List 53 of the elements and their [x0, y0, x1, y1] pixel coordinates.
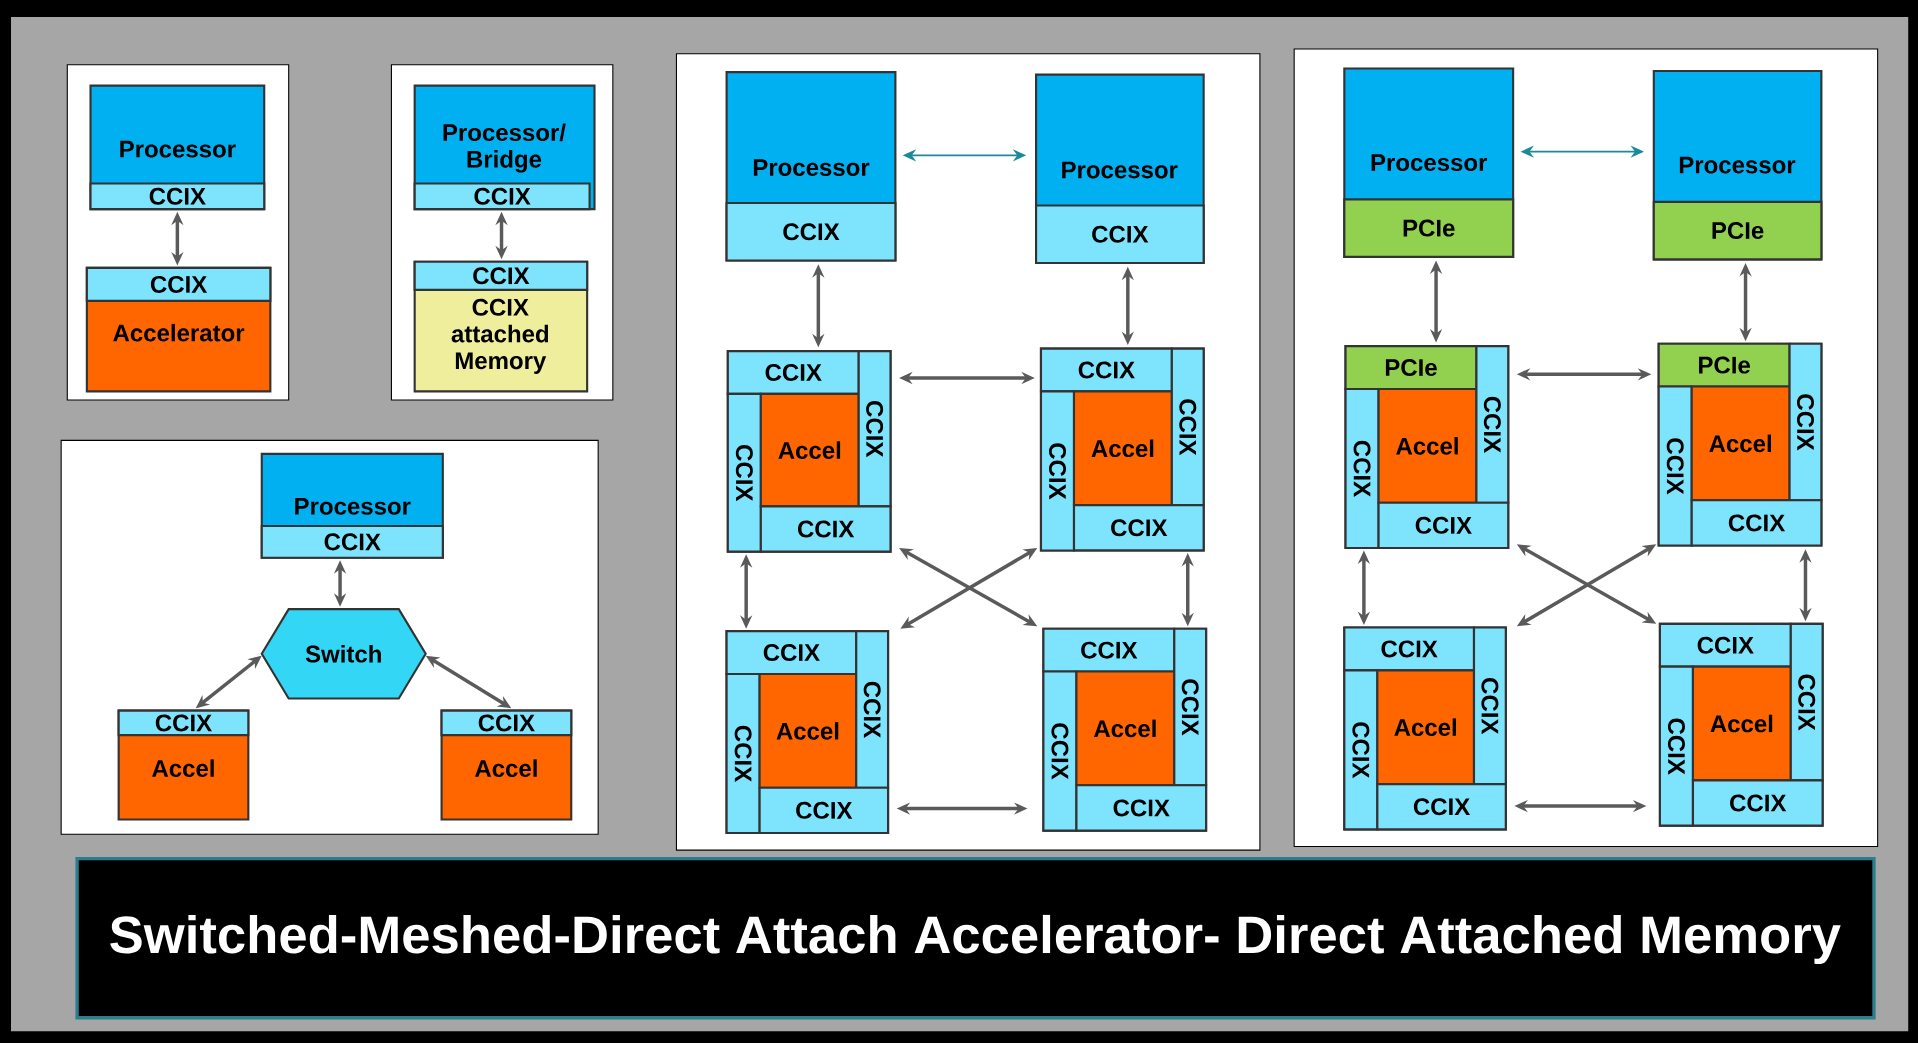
accelerator-box: Accel [1690, 385, 1791, 502]
ccix-port: CCIX [1376, 782, 1507, 831]
accelerator-box: Accel [1377, 387, 1478, 504]
ccix-port: CCIX [1377, 501, 1510, 549]
title-banner: Switched-Meshed-Direct Attach Accelerator- Direct Attached Memory [75, 856, 1876, 1020]
ccix-port: CCIX [1475, 344, 1510, 504]
ccix-port: CCIX [725, 201, 897, 262]
ccix-port: CCIX [413, 182, 591, 211]
ccix-port: CCIX [1658, 622, 1792, 668]
ccix-port: CCIX [758, 786, 890, 834]
ccix-port: CCIX [413, 260, 589, 291]
ccix-port: CCIX [1344, 387, 1380, 549]
accelerator-box: Accel [1376, 669, 1476, 785]
ccix-port: CCIX [1039, 390, 1076, 552]
ccix-port: CCIX [1658, 665, 1694, 827]
ccix-port: CCIX [726, 392, 762, 553]
ccix-port: CCIX [725, 629, 858, 675]
ccix-port: CCIX [1035, 204, 1205, 264]
pcie-port: PCIe [1657, 342, 1791, 388]
ccix-port: CCIX [440, 709, 573, 737]
accelerator-box: Accel [1075, 670, 1176, 787]
ccix-port: CCIX [1042, 627, 1176, 673]
ccix-port: CCIX [260, 524, 444, 559]
ccix-port: CCIX [759, 505, 892, 553]
ccix-port: CCIX [1789, 622, 1824, 782]
ccix-port: CCIX [89, 182, 266, 211]
accelerator-box: Accel [758, 672, 858, 789]
ccix-port: CCIX [1170, 347, 1205, 507]
ccix-port: CCIX [1343, 669, 1379, 831]
accelerator-box: Accel [1691, 665, 1792, 782]
ccix-port: CCIX [1657, 385, 1693, 547]
pcie-port: PCIe [1344, 344, 1478, 390]
ccix-port: CCIX [1788, 342, 1823, 502]
ccix-port: CCIX [85, 266, 272, 302]
ccix-port: CCIX [1075, 784, 1208, 832]
switch-hexagon: Switch [260, 607, 427, 700]
ccix-port: CCIX [1039, 347, 1173, 393]
accelerator-box: Accel [759, 392, 860, 508]
pcie-port: PCIe [1343, 198, 1515, 258]
ccix-port: CCIX [726, 349, 860, 395]
ccix-port: CCIX [857, 349, 892, 508]
ccix-port: CCIX [1343, 626, 1476, 672]
ccix-port: CCIX [855, 629, 890, 789]
ccix-port: CCIX [1691, 779, 1824, 827]
ccix-port: CCIX [725, 672, 761, 834]
ccix-port: CCIX [1173, 627, 1208, 787]
ccix-port: CCIX [1472, 626, 1507, 785]
ccix-port: CCIX [1690, 499, 1823, 547]
accelerator-box: Accel [1072, 390, 1173, 507]
ccix-port: CCIX [1042, 670, 1078, 832]
ccix-port: CCIX [117, 709, 250, 737]
ccix-port: CCIX [1072, 503, 1205, 552]
pcie-port: PCIe [1652, 200, 1823, 261]
